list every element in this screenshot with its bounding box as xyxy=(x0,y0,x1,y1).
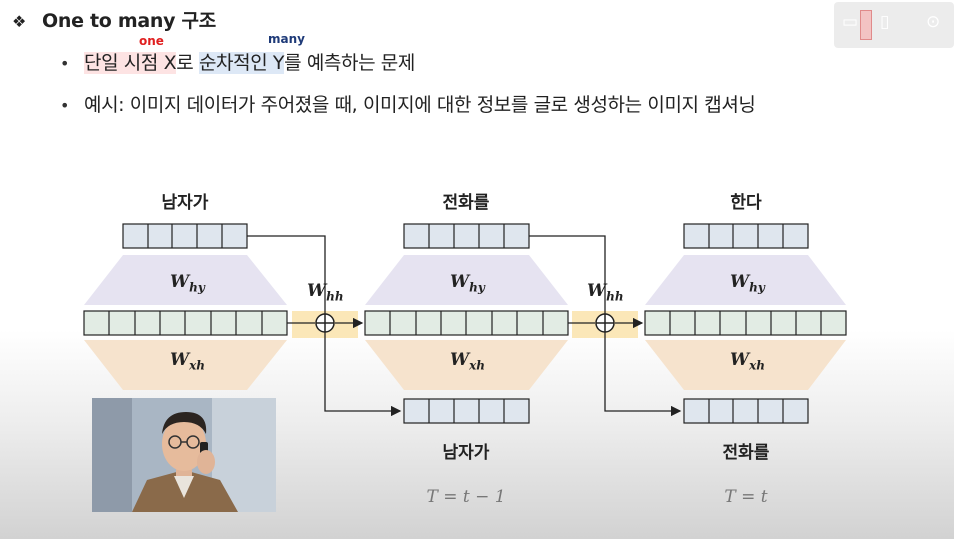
top-word-2: 전화를 xyxy=(442,193,490,213)
connector-2-feed xyxy=(604,332,682,417)
top-word-1: 남자가 xyxy=(161,193,209,213)
connector-2-down xyxy=(529,235,606,314)
sum-node-2 xyxy=(595,313,615,333)
w-xh-trapezoid-1 xyxy=(84,340,287,390)
output-box-1 xyxy=(122,223,248,249)
slide-title: ❖ One to many 구조 xyxy=(12,6,216,33)
caption-icon[interactable]: ▭ xyxy=(842,12,859,32)
w-hy-label-2: Why xyxy=(450,272,485,295)
connector-1-down xyxy=(247,235,326,314)
man-on-phone-illustration xyxy=(92,398,276,512)
single-x-phrase: 단일 시점 X xyxy=(84,52,177,74)
bullet-dot: • xyxy=(60,54,70,73)
w-hh-label-2: Whh xyxy=(587,281,624,304)
screen-icon[interactable]: ▯ xyxy=(880,12,890,32)
feedback-box-1 xyxy=(403,398,530,424)
bullet-1-tail: 를 예측하는 문제 xyxy=(284,52,415,74)
slider-handle[interactable] xyxy=(860,10,872,40)
w-xh-label-3: Wxh xyxy=(730,350,765,373)
diamond-bullet-icon: ❖ xyxy=(12,12,27,31)
w-xh-label-2: Wxh xyxy=(450,350,485,373)
man-on-phone-photo xyxy=(92,398,276,512)
bullet-1-connector: 로 xyxy=(176,52,199,74)
time-label-1: T = t − 1 xyxy=(426,487,506,507)
bottom-word-2: 전화를 xyxy=(722,443,770,463)
bullet-2-text: 예시: 이미지 데이터가 주어졌을 때, 이미지에 대한 정보를 글로 생성하는… xyxy=(84,94,756,116)
download-icon[interactable]: ⊙ xyxy=(926,12,941,32)
hidden-box-3 xyxy=(644,310,847,336)
bullet-2: • 예시: 이미지 데이터가 주어졌을 때, 이미지에 대한 정보를 글로 생성하… xyxy=(60,90,756,117)
time-label-2: T = t xyxy=(724,487,768,507)
w-hy-trapezoid-3 xyxy=(645,255,846,305)
bottom-word-1: 남자가 xyxy=(442,443,490,463)
connector-1-feed xyxy=(324,332,402,417)
w-hh-label-1: Whh xyxy=(307,281,344,304)
output-box-3 xyxy=(683,223,809,249)
w-hy-trapezoid-1 xyxy=(84,255,287,305)
w-hy-trapezoid-2 xyxy=(365,255,568,305)
w-xh-trapezoid-2 xyxy=(365,340,568,390)
top-word-3: 한다 xyxy=(730,193,762,213)
hidden-box-2 xyxy=(364,310,569,336)
hidden-box-1 xyxy=(83,310,288,336)
video-overlay-controls: ▭ ▯ ⊙ xyxy=(834,2,954,48)
slide-title-text: One to many 구조 xyxy=(42,10,216,32)
bullet-1-text: 단일 시점 X로 순차적인 Y를 예측하는 문제 xyxy=(84,52,415,74)
w-xh-label-1: Wxh xyxy=(170,350,205,373)
bullet-dot: • xyxy=(60,96,70,115)
output-box-2 xyxy=(403,223,530,249)
bullet-1: • 단일 시점 X로 순차적인 Y를 예측하는 문제 xyxy=(60,48,415,75)
feedback-box-2 xyxy=(683,398,809,424)
w-hy-label-3: Why xyxy=(730,272,765,295)
annotation-many: many xyxy=(268,32,305,46)
annotation-one: one xyxy=(139,34,164,48)
w-xh-trapezoid-3 xyxy=(645,340,846,390)
w-hy-label-1: Why xyxy=(170,272,205,295)
sum-node-1 xyxy=(315,313,335,333)
sequential-y-phrase: 순차적인 Y xyxy=(198,52,285,74)
